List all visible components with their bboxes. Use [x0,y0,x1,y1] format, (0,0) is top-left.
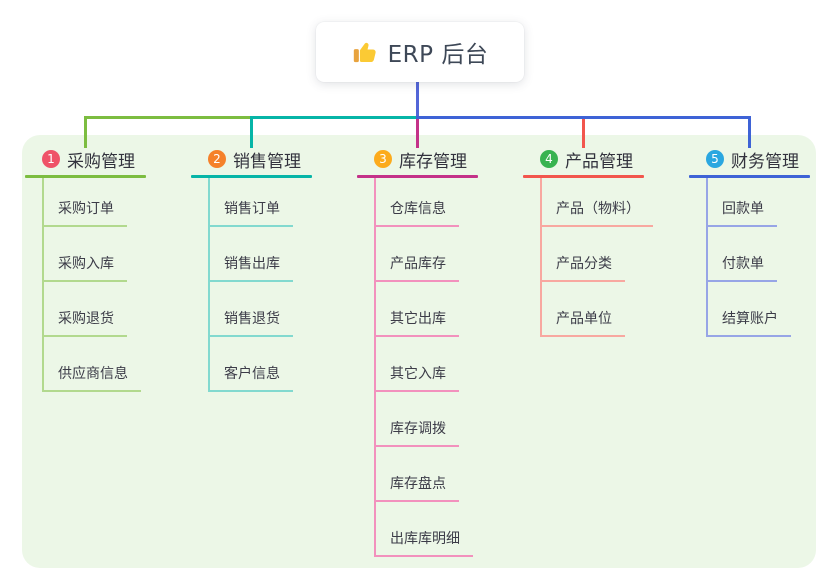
child-node[interactable]: 库存调拨 [374,392,473,447]
child-label: 仓库信息 [374,198,459,227]
bus-segment [416,116,751,119]
child-node[interactable]: 其它出库 [374,282,473,337]
root-connector-line [416,82,419,119]
branch-title: 采购管理 [67,151,135,172]
child-node[interactable]: 付款单 [706,227,791,282]
branch-children: 产品（物料） 产品分类 产品单位 [540,178,653,337]
child-node[interactable]: 回款单 [706,178,791,227]
child-node[interactable]: 销售出库 [208,227,293,282]
child-node[interactable]: 产品分类 [540,227,653,282]
branch-drop-line [84,118,87,148]
branch-title: 库存管理 [399,151,467,172]
branch-index-badge: 5 [706,150,724,168]
child-label: 结算账户 [706,308,791,337]
root-node[interactable]: ERP 后台 [316,22,524,82]
child-node[interactable]: 其它入库 [374,337,473,392]
branch-index-badge: 1 [42,150,60,168]
branch-node-4[interactable]: 4 产品管理 产品（物料） 产品分类 产品单位 [523,148,683,337]
branch-index-badge: 4 [540,150,558,168]
child-label: 付款单 [706,253,777,282]
branch-drop-line [748,118,751,148]
child-label: 产品分类 [540,253,625,282]
child-label: 客户信息 [208,363,293,392]
child-label: 销售退货 [208,308,293,337]
child-label: 其它入库 [374,363,459,392]
branch-drop-line [250,118,253,148]
child-label: 产品单位 [540,308,625,337]
child-label: 采购入库 [42,253,127,282]
child-label: 其它出库 [374,308,459,337]
child-node[interactable]: 供应商信息 [42,337,141,392]
branch-node-3[interactable]: 3 库存管理 仓库信息 产品库存 其它出库 其它入库 库存调拨 库存盘点 出库库… [357,148,517,557]
child-label: 采购退货 [42,308,127,337]
child-label: 产品库存 [374,253,459,282]
branch-drop-line [416,118,419,148]
child-node[interactable]: 销售退货 [208,282,293,337]
root-label: ERP 后台 [387,42,489,68]
child-label: 出库库明细 [374,528,473,557]
child-node[interactable]: 结算账户 [706,282,791,337]
child-node[interactable]: 采购退货 [42,282,141,337]
branch-children: 销售订单 销售出库 销售退货 客户信息 [208,178,293,392]
branch-title: 销售管理 [233,151,301,172]
child-label: 库存调拨 [374,418,459,447]
child-node[interactable]: 库存盘点 [374,447,473,502]
branch-node-5[interactable]: 5 财务管理 回款单 付款单 结算账户 [689,148,839,337]
branch-node-1[interactable]: 1 采购管理 采购订单 采购入库 采购退货 供应商信息 [25,148,185,392]
child-label: 供应商信息 [42,363,141,392]
branch-underline [25,175,146,178]
branch-underline [689,175,810,178]
child-node[interactable]: 产品单位 [540,282,653,337]
child-node[interactable]: 采购订单 [42,178,141,227]
child-node[interactable]: 产品库存 [374,227,473,282]
child-label: 回款单 [706,198,777,227]
child-label: 产品（物料） [540,198,653,227]
branch-title: 产品管理 [565,151,633,172]
branch-header[interactable]: 5 财务管理 [706,148,839,172]
bus-segment [250,116,419,119]
thumbs-up-icon [352,39,378,65]
child-node[interactable]: 出库库明细 [374,502,473,557]
child-label: 销售订单 [208,198,293,227]
child-label: 采购订单 [42,198,127,227]
branch-index-badge: 2 [208,150,226,168]
child-node[interactable]: 销售订单 [208,178,293,227]
branch-underline [357,175,478,178]
branch-children: 采购订单 采购入库 采购退货 供应商信息 [42,178,141,392]
branch-node-2[interactable]: 2 销售管理 销售订单 销售出库 销售退货 客户信息 [191,148,351,392]
branch-underline [523,175,644,178]
branch-header[interactable]: 3 库存管理 [374,148,517,172]
child-label: 销售出库 [208,253,293,282]
branch-header[interactable]: 1 采购管理 [42,148,185,172]
branch-header[interactable]: 4 产品管理 [540,148,683,172]
branch-underline [191,175,312,178]
branch-header[interactable]: 2 销售管理 [208,148,351,172]
branch-title: 财务管理 [731,151,799,172]
branch-drop-line [582,118,585,148]
branch-children: 仓库信息 产品库存 其它出库 其它入库 库存调拨 库存盘点 出库库明细 [374,178,473,557]
child-node[interactable]: 采购入库 [42,227,141,282]
branch-children: 回款单 付款单 结算账户 [706,178,791,337]
child-node[interactable]: 产品（物料） [540,178,653,227]
child-node[interactable]: 客户信息 [208,337,293,392]
child-node[interactable]: 仓库信息 [374,178,473,227]
branches-panel [22,135,816,568]
branch-index-badge: 3 [374,150,392,168]
child-label: 库存盘点 [374,473,459,502]
